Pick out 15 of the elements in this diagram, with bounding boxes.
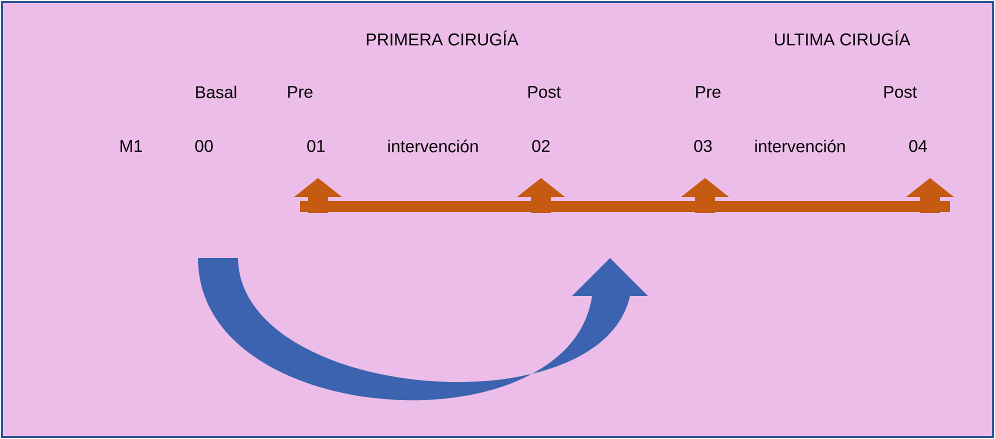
phase-heading: PRIMERA CIRUGÍA [366, 30, 518, 46]
stage-label: Pre [696, 86, 720, 98]
time-point-label: 02 [532, 140, 550, 152]
stage-label: Post [528, 86, 561, 98]
stage-label: Basal [196, 86, 236, 98]
group-label: M1 [120, 140, 142, 152]
stage-label: Post [884, 86, 917, 98]
phase-heading: ULTIMA CIRUGÍA [775, 30, 910, 46]
time-point-label: 04 [909, 140, 927, 152]
time-point-label: 03 [694, 140, 712, 152]
stage-label: Pre [288, 86, 312, 98]
event-label: intervención [388, 140, 478, 152]
event-label: intervención [755, 140, 845, 152]
time-point-label: 01 [307, 140, 325, 152]
time-point-label: 00 [195, 140, 213, 152]
